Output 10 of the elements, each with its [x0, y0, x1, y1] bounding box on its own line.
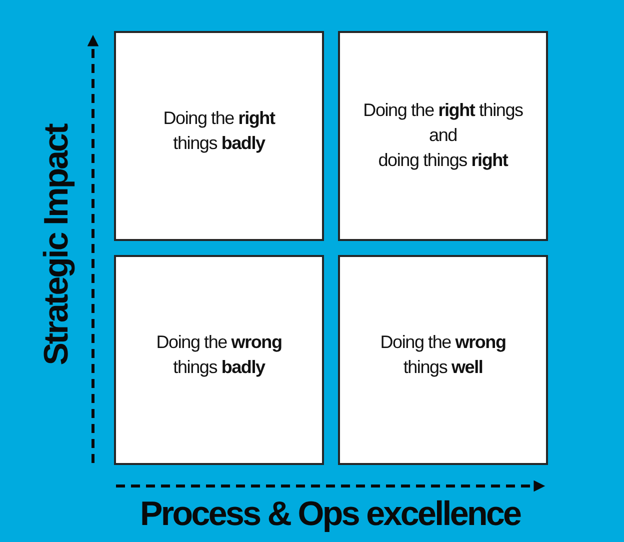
- quadrant-box: [114, 255, 324, 465]
- quadrant-text: Doing the wrong things badly: [156, 331, 282, 379]
- x-axis-title: Process & Ops excellence: [140, 497, 520, 531]
- quadrant-text: Doing the right things badly: [163, 107, 275, 155]
- quadrant-box: [338, 255, 548, 465]
- quadrant-text: Doing the right things and doing things right: [363, 98, 523, 172]
- y-axis-title: Strategic Impact: [38, 124, 73, 366]
- quadrant-box: [338, 31, 548, 241]
- quadrant-text: Doing the wrong things well: [380, 331, 506, 379]
- quadrant-box: [114, 31, 324, 241]
